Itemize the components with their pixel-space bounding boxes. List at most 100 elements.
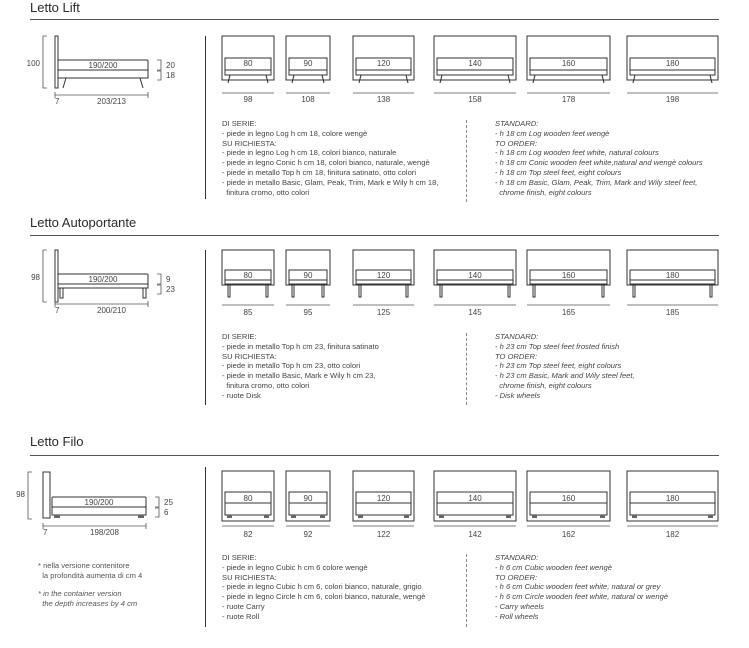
foot: [291, 515, 296, 518]
section-rule-filo: [30, 455, 719, 456]
section-title-filo: Letto Filo: [30, 434, 84, 449]
foot: [291, 284, 295, 298]
foot: [532, 74, 536, 84]
foot: [507, 74, 511, 84]
foot: [227, 284, 231, 298]
spec-line: - piede in legno Cubic h cm 6 colore wen…: [222, 562, 368, 572]
base: [529, 502, 608, 516]
spec-line: STANDARD:: [495, 119, 539, 128]
spec-line: - piede in legno Cubic h cm 6, colori bi…: [222, 582, 422, 592]
spec-line: TO ORDER:: [495, 572, 538, 582]
base: [629, 502, 716, 516]
spec-line: - h 23 cm Top steel feet, eight colours: [495, 361, 622, 371]
dim-bracket-bottom: [157, 284, 162, 295]
base: [529, 69, 608, 76]
spec-line: - h 18 cm Conic wooden feet white,natura…: [495, 158, 703, 168]
base: [288, 502, 328, 516]
spec-line: - h 18 cm Basic, Glam, Peak, Trim, Mark …: [495, 177, 698, 187]
foot: [507, 284, 511, 298]
width-label: 140: [468, 59, 482, 68]
spec-line: DI SERIE:: [222, 553, 257, 562]
headboard: [221, 249, 275, 286]
section-rule-autoportante: [30, 235, 719, 236]
lang-separator-filo: [466, 554, 467, 627]
headboard: [221, 470, 275, 522]
spec-line: - ruote Carry: [222, 601, 265, 611]
foot: [709, 284, 713, 298]
foot: [264, 515, 269, 518]
lang-separator-lift: [466, 120, 467, 202]
headboard: [526, 249, 611, 286]
width-label: 160: [562, 271, 576, 280]
headboard: [352, 470, 415, 522]
spec-line: - piede in metallo Basic, Mark e Wily h …: [222, 371, 376, 381]
base: [629, 69, 716, 76]
spec-line: - ruote Disk: [222, 390, 261, 400]
width-label: 180: [666, 59, 680, 68]
headboard: [626, 249, 719, 286]
overall-width-label: 142: [468, 530, 482, 539]
spec-line: - h 6 cm Circle wooden feet white, natur…: [495, 592, 669, 602]
width-label: 120: [377, 494, 391, 503]
base-length-label: 190/200: [89, 275, 118, 284]
spec-line: SU RICHIESTA:: [222, 138, 277, 148]
lang-separator-autoportante: [466, 333, 467, 405]
headboard: [433, 35, 517, 81]
depth-label: 203/213: [97, 97, 126, 106]
spec-line: - piede in metallo Top h cm 18, finitura…: [222, 167, 417, 177]
depth-offset-label: 7: [55, 306, 60, 315]
overall-width-label: 185: [666, 308, 680, 317]
base: [224, 69, 272, 76]
separator-filo: [205, 467, 206, 627]
spec-text-it-2: DI SERIE:- piede in legno Cubic h cm 6 c…: [222, 553, 425, 622]
width-label: 120: [377, 271, 391, 280]
spec-line: - h 18 cm Top steel feet, eight colours: [495, 167, 622, 177]
spec-line: - piede in legno Log h cm 18, colori bia…: [222, 148, 397, 158]
headboard: [433, 470, 517, 522]
base: [355, 502, 412, 516]
spec-text-it-0: DI SERIE:- piede in legno Log h cm 18, c…: [222, 119, 439, 197]
separator-lift: [205, 36, 206, 199]
depth-offset-label: 7: [43, 528, 48, 537]
spec-line: DI SERIE:: [222, 332, 257, 341]
foot: [265, 284, 269, 298]
bed-foot: [59, 287, 64, 299]
spec-text-en-1: STANDARD:- h 23 cm Top steel feet froste…: [495, 332, 635, 401]
headboard: [626, 35, 719, 81]
base: [355, 69, 412, 76]
spec-line: - h 23 cm Top steel feet frosted finish: [495, 341, 620, 351]
foot: [439, 74, 443, 84]
headboard: [433, 249, 517, 286]
bed-foot: [139, 77, 144, 89]
foot: [358, 74, 362, 84]
spec-text-it-1: DI SERIE:- piede in metallo Top h cm 23,…: [222, 332, 379, 401]
front-view-1-5: 180 185: [626, 249, 719, 317]
front-view-2-2: 120 122: [352, 470, 415, 539]
headboard: [285, 470, 331, 522]
headboard: [221, 35, 275, 81]
spec-text-en-0: STANDARD:- h 18 cm Log wooden feet wengè…: [495, 119, 703, 197]
width-label: 180: [666, 271, 680, 280]
height-label: 98: [31, 273, 40, 282]
width-label: 140: [468, 271, 482, 280]
bed-frame: [57, 69, 149, 79]
front-view-1-2: 120 125: [352, 249, 415, 317]
spec-line: finitura cromo, otto colori: [222, 380, 310, 390]
height-label: 100: [27, 59, 41, 68]
spec-line: STANDARD:: [495, 332, 539, 341]
width-label: 160: [562, 59, 576, 68]
overall-width-label: 122: [377, 530, 391, 539]
dim-label-bottom: 23: [166, 285, 175, 294]
dim-bracket-bottom: [157, 70, 162, 81]
overall-width-label: 178: [562, 95, 576, 104]
dim-label-top: 9: [166, 275, 171, 284]
spec-line: - Disk wheels: [495, 390, 541, 400]
spec-line: - h 18 cm Log wooden feet wengè: [495, 128, 610, 138]
overall-width-label: 125: [377, 308, 391, 317]
base-length-label: 190/200: [89, 61, 118, 70]
